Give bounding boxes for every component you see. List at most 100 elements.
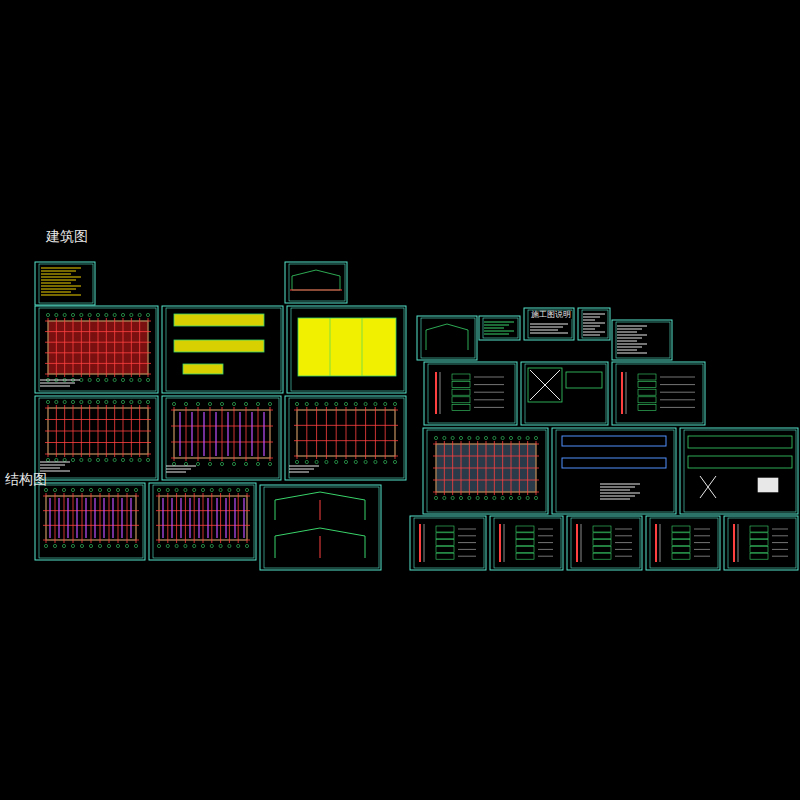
cad-line: [362, 318, 363, 376]
axis-bubble: [393, 460, 396, 463]
cad-line: [694, 529, 710, 530]
cad-line: [167, 493, 168, 543]
cad-line: [171, 458, 273, 459]
sheet-frame: [285, 396, 406, 480]
axis-bubble: [393, 402, 396, 405]
detail-part: [452, 382, 470, 388]
cad-line: [239, 412, 240, 456]
cad-line: [45, 454, 151, 455]
cad-line: [655, 524, 657, 562]
axis-bubble: [96, 313, 99, 316]
cad-line: [139, 318, 140, 377]
group-heading: 建筑图: [46, 229, 88, 243]
cad-line: [660, 384, 695, 385]
detail-part: [516, 533, 534, 539]
cad-line: [89, 318, 90, 377]
axis-bubble: [125, 544, 128, 547]
axis-bubble: [63, 313, 66, 316]
detail-part: [593, 553, 611, 559]
axis-bubble: [184, 488, 187, 491]
axis-bubble: [138, 378, 141, 381]
cad-line: [103, 498, 104, 538]
sheet-frame: [35, 306, 158, 393]
cad-line: [617, 344, 647, 345]
axis-bubble: [63, 400, 66, 403]
sheet-border: [616, 322, 670, 358]
axis-bubble: [501, 496, 504, 499]
axis-bubble: [237, 488, 240, 491]
cad-line: [263, 412, 264, 456]
axis-bubble: [80, 458, 83, 461]
axis-bubble: [335, 460, 338, 463]
cad-line: [583, 326, 600, 327]
cad-line: [474, 384, 504, 385]
axis-bubble: [166, 544, 169, 547]
axis-bubble: [146, 400, 149, 403]
cad-line: [320, 500, 321, 520]
axis-bubble: [71, 313, 74, 316]
axis-bubble: [325, 402, 328, 405]
cad-line: [203, 493, 204, 543]
axis-bubble: [344, 402, 347, 405]
axis-bubble: [107, 488, 110, 491]
sheet-border: [483, 318, 518, 338]
axis-bubble: [245, 544, 248, 547]
sheet-frame: [410, 516, 486, 570]
cad-line: [189, 498, 190, 538]
axis-bubble: [501, 436, 504, 439]
cad-line: [617, 335, 647, 336]
axis-bubble: [220, 462, 223, 465]
detail-part: [672, 553, 690, 559]
axis-bubble: [268, 402, 271, 405]
cad-line: [174, 407, 175, 461]
cad-line: [41, 289, 76, 290]
section-outline: [292, 270, 340, 290]
cad-line: [346, 407, 347, 459]
cad-line: [238, 493, 239, 543]
detail-part: [516, 546, 534, 552]
axis-bubble: [384, 460, 387, 463]
cad-line: [660, 524, 661, 562]
cad-line: [530, 327, 563, 328]
cad-line: [211, 493, 212, 543]
axis-bubble: [53, 544, 56, 547]
cad-line: [617, 347, 642, 348]
detail-part: [566, 372, 602, 388]
axis-bubble: [335, 402, 338, 405]
cad-line: [81, 318, 82, 377]
axis-bubble: [175, 544, 178, 547]
cad-line: [474, 377, 504, 378]
cad-line: [246, 407, 247, 461]
axis-bubble: [196, 402, 199, 405]
cad-line: [222, 407, 223, 461]
cad-line: [458, 542, 476, 543]
cad-line: [385, 407, 386, 459]
axis-bubble: [53, 488, 56, 491]
cad-line: [234, 407, 235, 461]
cad-line: [45, 331, 151, 332]
cad-line: [294, 456, 398, 457]
detail-part: [672, 533, 690, 539]
detail-part: [672, 540, 690, 546]
cad-line: [660, 399, 695, 400]
cad-line: [375, 407, 376, 459]
axis-bubble: [96, 400, 99, 403]
axis-bubble: [468, 496, 471, 499]
cad-line: [294, 440, 398, 441]
cad-line: [58, 498, 59, 538]
sheet-border: [291, 308, 404, 391]
axis-bubble: [121, 400, 124, 403]
axis-bubble: [130, 313, 133, 316]
cad-line: [576, 524, 578, 562]
cad-line: [484, 328, 504, 329]
axis-bubble: [46, 400, 49, 403]
cad-line: [45, 408, 151, 409]
axis-bubble: [107, 544, 110, 547]
bracing: [528, 368, 562, 402]
detail-part: [672, 526, 690, 532]
cad-line: [484, 334, 509, 335]
sheet-frame: [162, 306, 283, 393]
cad-line: [615, 549, 632, 550]
cad-line: [600, 490, 630, 491]
cad-line: [499, 524, 501, 562]
